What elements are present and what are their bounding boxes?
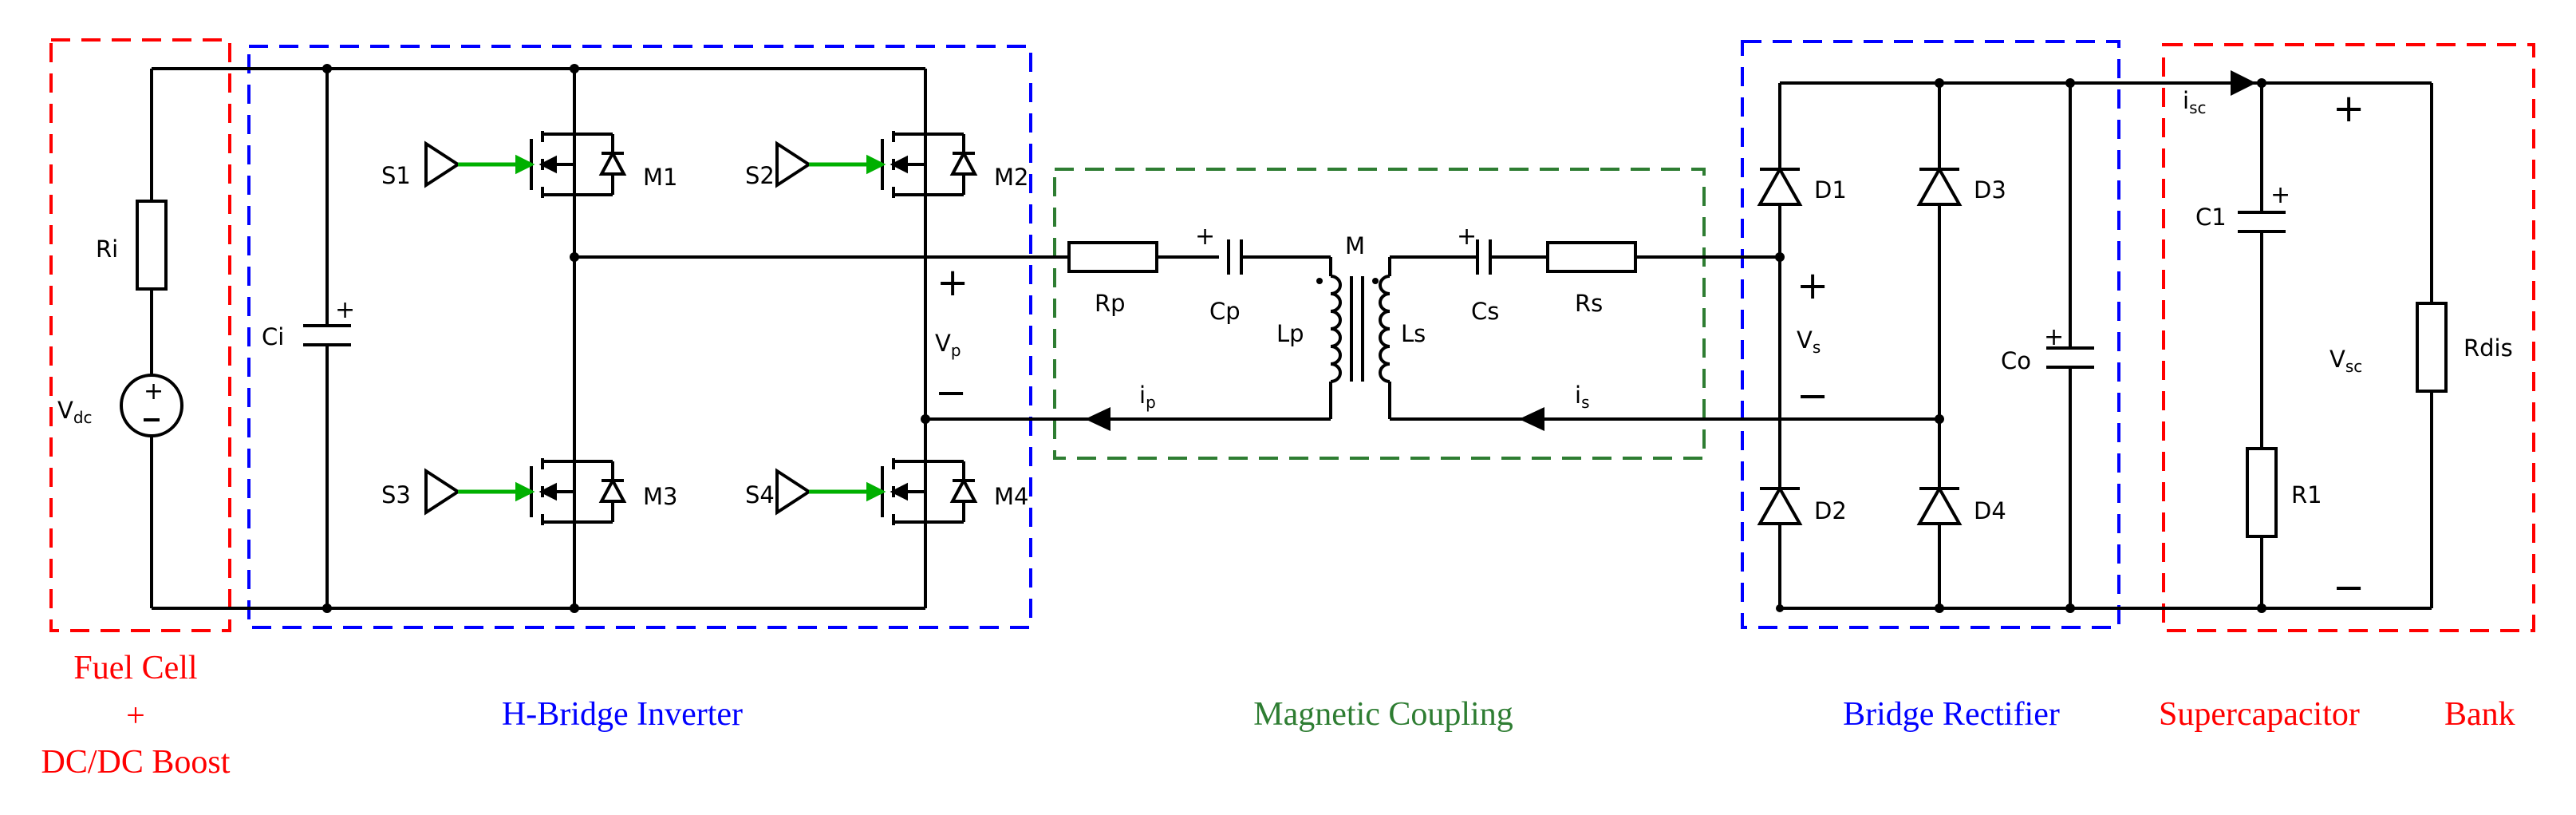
label-ri: Ri bbox=[96, 235, 118, 263]
vsc-plus-sign: + bbox=[2333, 86, 2365, 131]
label-m1: M1 bbox=[643, 164, 677, 191]
caption-fuel-cell-plus: + bbox=[126, 698, 145, 734]
diode-d1 bbox=[1757, 165, 1803, 206]
coupling-block-box bbox=[1053, 168, 1706, 460]
resistor-r1 bbox=[2246, 447, 2278, 538]
label-s1: S1 bbox=[381, 162, 411, 189]
label-m2: M2 bbox=[994, 164, 1028, 191]
label-isc: isc bbox=[2183, 87, 2206, 117]
is-arrow bbox=[1519, 407, 1544, 431]
label-ip: ip bbox=[1139, 382, 1156, 412]
label-r1: R1 bbox=[2291, 481, 2322, 508]
label-m: M bbox=[1345, 232, 1365, 259]
label-s2: S2 bbox=[745, 162, 775, 189]
label-s4: S4 bbox=[745, 481, 775, 508]
mosfet-m2 bbox=[775, 118, 978, 211]
label-ls: Ls bbox=[1401, 320, 1426, 347]
vs-plus-sign: + bbox=[1797, 263, 1828, 308]
label-rp: Rp bbox=[1095, 290, 1126, 317]
mosfet-m1 bbox=[424, 118, 627, 211]
rectifier-wiring bbox=[1778, 81, 2432, 610]
label-co: Co bbox=[2001, 347, 2031, 374]
label-vsc: Vsc bbox=[2329, 346, 2362, 376]
cs-plus-sign: + bbox=[1457, 223, 1477, 251]
vp-minus-sign: − bbox=[935, 370, 967, 415]
fuel-cell-block-box bbox=[49, 38, 231, 632]
fuel-cell-circuit bbox=[150, 67, 925, 610]
coupling-wiring bbox=[1157, 239, 1939, 421]
label-lp: Lp bbox=[1276, 320, 1304, 347]
label-m3: M3 bbox=[643, 483, 677, 510]
inverter-block-box bbox=[247, 45, 1032, 629]
label-d4: D4 bbox=[1974, 497, 2006, 524]
ls-polarity-dot bbox=[1372, 278, 1379, 284]
label-rdis: Rdis bbox=[2464, 334, 2513, 362]
capacitor-ci bbox=[303, 69, 351, 608]
resistor-rp bbox=[1067, 241, 1158, 273]
caption-dcdc-boost: DC/DC Boost bbox=[41, 744, 231, 781]
label-vp: Vp bbox=[935, 330, 961, 360]
caption-supercapacitor: Supercapacitor bbox=[2159, 696, 2360, 733]
c1-plus-sign: + bbox=[2270, 181, 2290, 209]
caption-bank: Bank bbox=[2444, 696, 2515, 733]
diode-d2 bbox=[1757, 485, 1803, 525]
ip-arrow bbox=[1085, 407, 1110, 431]
resistor-rdis bbox=[2416, 302, 2448, 393]
label-ci: Ci bbox=[262, 323, 284, 350]
vp-plus-sign: + bbox=[937, 260, 968, 305]
diode-d4 bbox=[1916, 485, 1963, 525]
resistor-rs bbox=[1546, 241, 1637, 273]
inverter-wiring bbox=[573, 69, 1331, 608]
vdc-plus-sign: + bbox=[144, 378, 164, 406]
ci-plus-sign: + bbox=[335, 296, 355, 324]
caption-fuel-cell: Fuel Cell bbox=[73, 650, 197, 686]
label-d2: D2 bbox=[1814, 497, 1847, 524]
caption-inverter: H-Bridge Inverter bbox=[502, 696, 743, 733]
label-d1: D1 bbox=[1814, 176, 1847, 204]
label-m4: M4 bbox=[994, 483, 1028, 510]
supercap-wiring bbox=[2238, 83, 2433, 608]
vs-minus-sign: − bbox=[1797, 374, 1828, 418]
cp-plus-sign: + bbox=[1195, 223, 1215, 251]
label-d3: D3 bbox=[1974, 176, 2006, 204]
diode-d3 bbox=[1916, 165, 1963, 206]
voltage-source-vdc bbox=[120, 374, 183, 437]
label-vs: Vs bbox=[1797, 326, 1821, 357]
isc-arrow bbox=[2231, 70, 2256, 96]
label-c1: C1 bbox=[2195, 204, 2227, 231]
label-cs: Cs bbox=[1471, 298, 1499, 325]
label-cp: Cp bbox=[1209, 298, 1241, 325]
vsc-minus-sign: − bbox=[2333, 565, 2365, 610]
mosfet-m4 bbox=[775, 445, 978, 538]
lp-polarity-dot bbox=[1316, 278, 1323, 284]
resistor-ri bbox=[136, 200, 168, 291]
supercap-block-box bbox=[2162, 43, 2535, 632]
caption-rectifier: Bridge Rectifier bbox=[1843, 696, 2060, 733]
label-s3: S3 bbox=[381, 481, 411, 508]
label-vdc: Vdc bbox=[57, 397, 93, 427]
label-rs: Rs bbox=[1575, 290, 1603, 317]
rectifier-block-box bbox=[1741, 40, 2120, 629]
mosfet-m3 bbox=[424, 445, 627, 538]
label-is: is bbox=[1575, 382, 1589, 412]
caption-coupling: Magnetic Coupling bbox=[1253, 696, 1513, 733]
co-plus-sign: + bbox=[2044, 323, 2064, 351]
